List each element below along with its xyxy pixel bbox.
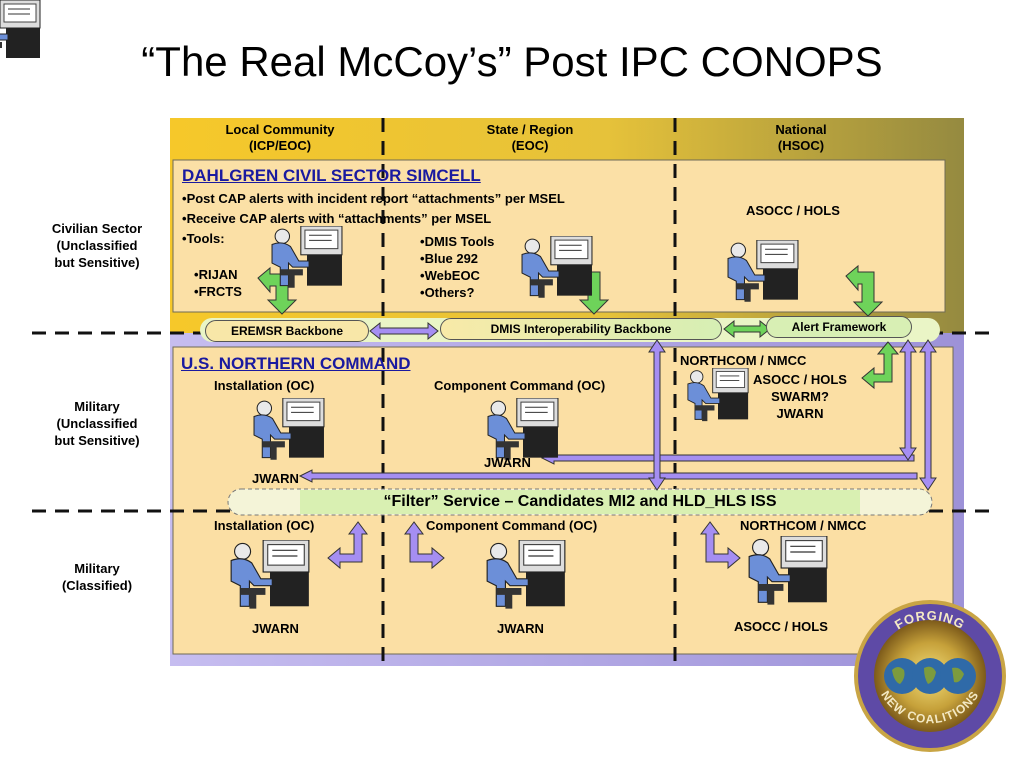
northcom-items: ASOCC / HOLS SWARM? JWARN bbox=[740, 371, 860, 422]
northcom-item: SWARM? bbox=[771, 389, 829, 404]
alert-framework: Alert Framework bbox=[766, 316, 912, 338]
row-label-line: but Sensitive) bbox=[54, 433, 140, 448]
filter-service: “Filter” Service – Candidates MI2 and HL… bbox=[383, 493, 777, 510]
civil-heading: DAHLGREN CIVIL SECTOR SIMCELL bbox=[182, 166, 481, 185]
civil-bullet: Post CAP alerts with incident report “at… bbox=[182, 190, 565, 207]
bent-arrow-icon bbox=[861, 341, 900, 390]
bent-arrow-icon bbox=[404, 521, 445, 570]
row-label-military-classified: Military (Classified) bbox=[30, 560, 164, 594]
dmis-backbone: DMIS Interoperability Backbone bbox=[440, 318, 722, 340]
tool-item: DMIS Tools bbox=[420, 233, 495, 250]
northcom-item: ASOCC / HOLS bbox=[753, 372, 847, 387]
classified-component-label: Component Command (OC) bbox=[426, 518, 598, 533]
bent-arrow-icon bbox=[700, 521, 741, 570]
civil-bullets: Post CAP alerts with incident report “at… bbox=[182, 190, 565, 247]
northcom-label: NORTHCOM / NMCC bbox=[680, 353, 807, 368]
installation-label: Installation (OC) bbox=[214, 378, 315, 393]
state-tools-list: DMIS Tools Blue 292 WebEOC Others? bbox=[420, 233, 495, 301]
row-label-line: Civilian Sector bbox=[51, 221, 143, 236]
forging-new-coalitions-logo: FORGING NEW COALITIONS bbox=[854, 600, 1006, 752]
row-label-military-unclassified: Military (Unclassified but Sensitive) bbox=[30, 398, 164, 449]
row-label-line: but Sensitive) bbox=[54, 255, 140, 270]
classified-jwarn-mid: JWARN bbox=[497, 621, 544, 636]
northcom-item: JWARN bbox=[776, 406, 824, 421]
vertical-arrow-icon bbox=[919, 339, 937, 491]
civil-bullet: Tools: bbox=[182, 230, 565, 247]
arrow-left-icon bbox=[298, 469, 918, 483]
tool-item: FRCTS bbox=[194, 283, 242, 300]
tool-item: RIJAN bbox=[194, 266, 242, 283]
row-label-line: Military bbox=[74, 399, 120, 414]
row-label-line: Military bbox=[74, 561, 120, 576]
column-header-line: National bbox=[775, 122, 827, 137]
row-label-line: (Classified) bbox=[61, 578, 133, 593]
tool-item: Blue 292 bbox=[420, 250, 494, 267]
tool-item: WebEOC bbox=[420, 267, 494, 284]
classified-asocc-label: ASOCC / HOLS bbox=[734, 619, 828, 634]
local-tools-list: RIJAN FRCTS bbox=[194, 266, 242, 300]
column-header-national: National (HSOC) bbox=[726, 122, 876, 154]
column-header-line: (EOC) bbox=[511, 138, 549, 153]
page-title: “The Real McCoy’s” Post IPC CONOPS bbox=[141, 38, 883, 85]
classified-jwarn-left: JWARN bbox=[252, 621, 299, 636]
double-arrow-icon bbox=[369, 321, 439, 341]
row-label-line: (Unclassified bbox=[56, 238, 138, 253]
workstation-icon bbox=[230, 540, 310, 610]
row-label-civilian: Civilian Sector (Unclassified but Sensit… bbox=[30, 220, 164, 271]
jwarn-installation-label: JWARN bbox=[252, 471, 299, 486]
classified-northcom-label: NORTHCOM / NMCC bbox=[740, 518, 867, 533]
vertical-arrow-icon bbox=[648, 339, 666, 491]
column-header-state: State / Region (EOC) bbox=[440, 122, 620, 154]
tool-item: Others? bbox=[420, 284, 494, 301]
component-label: Component Command (OC) bbox=[434, 378, 606, 393]
column-header-line: (HSOC) bbox=[777, 138, 825, 153]
bent-arrow-icon bbox=[327, 521, 368, 570]
jwarn-component-label: JWARN bbox=[484, 455, 531, 470]
column-header-line: (ICP/EOC) bbox=[248, 138, 312, 153]
workstation-icon bbox=[748, 536, 828, 606]
eremsr-backbone: EREMSR Backbone bbox=[205, 320, 369, 342]
column-header-local: Local Community (ICP/EOC) bbox=[190, 122, 370, 154]
column-header-line: Local Community bbox=[225, 122, 335, 137]
workstation-icon bbox=[727, 240, 799, 303]
column-header-line: State / Region bbox=[486, 122, 574, 137]
civil-bullet: Receive CAP alerts with “attachments” pe… bbox=[182, 210, 565, 227]
vertical-arrow-icon bbox=[899, 339, 917, 461]
row-label-line: (Unclassified bbox=[56, 416, 138, 431]
classified-installation-label: Installation (OC) bbox=[214, 518, 315, 533]
workstation-icon bbox=[253, 398, 325, 461]
workstation-icon bbox=[0, 0, 41, 58]
national-asocc-label: ASOCC / HOLS bbox=[746, 203, 840, 218]
military-heading: U.S. NORTHERN COMMAND bbox=[181, 354, 411, 373]
workstation-icon bbox=[486, 540, 566, 610]
